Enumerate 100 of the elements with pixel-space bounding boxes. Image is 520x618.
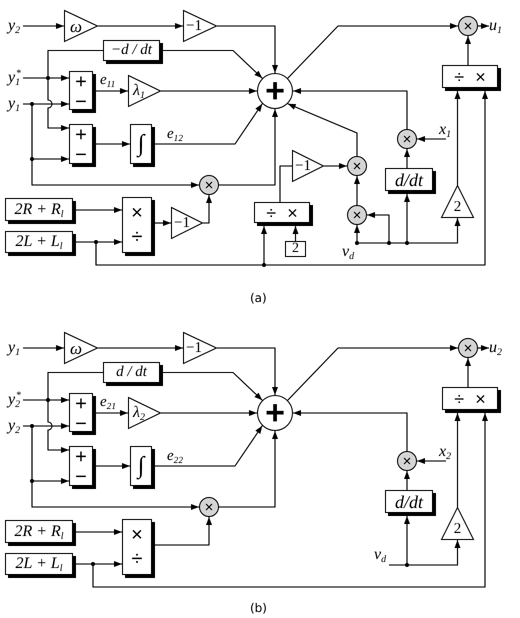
signal-label: x$_{2}$ [439, 443, 454, 461]
function-block [130, 124, 152, 164]
function-block [5, 231, 73, 253]
signal-label: x$_{1}$ [439, 121, 454, 139]
arrow [76, 413, 488, 588]
operator-sign: + [75, 72, 87, 92]
signal-label: u$_{1}$ [489, 17, 506, 35]
operator-sign: ÷ [266, 204, 276, 222]
arrow [96, 88, 128, 94]
arrow [219, 109, 278, 186]
signal-label: v$_{d}$ [374, 545, 389, 565]
function-block [103, 362, 160, 383]
operator-sign: × [352, 158, 362, 174]
operator-sign: × [475, 390, 486, 408]
arrow [163, 50, 263, 79]
multiplier-circle [347, 205, 367, 225]
gain-label: λ$_{2}$ [133, 405, 145, 421]
arrow [465, 358, 471, 387]
operator-sign: × [204, 178, 214, 192]
operator-sign: × [464, 18, 472, 34]
operator-sign: × [402, 454, 412, 468]
arrow [23, 399, 69, 453]
gain-label: −1 [295, 158, 311, 174]
gain-triangle [128, 397, 161, 429]
arrow [23, 345, 64, 351]
gain-triangle [171, 207, 203, 239]
multiply-divide-block [122, 519, 152, 575]
function-block [103, 40, 160, 61]
arrow [161, 88, 257, 94]
gain-label: 2 [454, 200, 462, 215]
arrow [293, 410, 408, 451]
arrow [354, 176, 360, 205]
block-label: d / dt [116, 365, 147, 380]
function-block [5, 198, 73, 221]
arrow [478, 23, 489, 29]
gain-label: ω [70, 340, 82, 356]
gain-label: −1 [186, 18, 202, 34]
operator-sign: ÷ [132, 549, 142, 570]
gain-triangle [441, 507, 474, 540]
operator-sign: × [402, 132, 412, 146]
gain-label: λ$_{1}$ [133, 83, 145, 99]
multiply-divide-block [442, 387, 498, 410]
operator-sign: × [475, 68, 486, 86]
gain-label: 2 [454, 522, 462, 537]
signal-label: y$_{1}$ [8, 339, 23, 357]
arrow [454, 91, 460, 185]
panel-label: (b) [250, 601, 267, 615]
arrow [417, 458, 446, 464]
arrow [287, 345, 458, 401]
block-label: 2R + R$_{l}$ [14, 202, 64, 218]
multiplier-circle [458, 16, 478, 36]
function-block [5, 553, 73, 575]
gain-label: ω [70, 18, 82, 34]
multiplier-circle [199, 497, 219, 517]
block-label: d/dt [394, 170, 423, 188]
arrow [23, 425, 199, 510]
operator-sign: − [75, 145, 87, 165]
gain-label: −1 [186, 340, 202, 356]
gain-triangle [128, 75, 161, 107]
function-block [385, 168, 433, 191]
arrow [98, 23, 183, 29]
multiplier-circle [458, 338, 478, 358]
arrow [389, 540, 460, 566]
gain-triangle [64, 332, 98, 364]
arrow [23, 77, 69, 131]
arrow [96, 410, 128, 416]
operator-sign: × [204, 500, 214, 514]
gain-triangle [183, 10, 217, 42]
arrow [98, 345, 183, 351]
operator-sign: − [75, 414, 87, 434]
adder-block [69, 446, 93, 486]
block-label: ∫ [138, 454, 144, 478]
block-label: d/dt [394, 492, 423, 510]
arrow [163, 372, 263, 401]
arrow [23, 23, 64, 29]
operator-sign: × [131, 524, 143, 545]
arrow [287, 23, 458, 79]
operator-sign: − [75, 467, 87, 487]
operator-sign: + [75, 447, 87, 467]
arrow [76, 529, 122, 535]
operator-sign: ÷ [132, 227, 142, 248]
operator-sign: + [265, 74, 285, 108]
arrow [354, 225, 360, 243]
gain-label: −1 [174, 216, 190, 230]
arrow [404, 149, 410, 168]
adder-block [69, 71, 93, 110]
arrow [155, 425, 263, 467]
arrow [155, 103, 263, 145]
operator-sign: × [352, 208, 362, 222]
operator-sign: ÷ [454, 68, 464, 86]
operator-sign: + [265, 396, 285, 430]
operator-sign: × [287, 204, 298, 222]
summing-junction [257, 395, 293, 431]
arrow [478, 345, 489, 351]
arrow [417, 136, 446, 142]
arrow [288, 103, 358, 156]
summing-junction [257, 73, 293, 109]
gain-triangle [64, 10, 98, 42]
signal-label: v$_{d}$ [342, 243, 357, 261]
operator-sign: + [75, 394, 87, 414]
